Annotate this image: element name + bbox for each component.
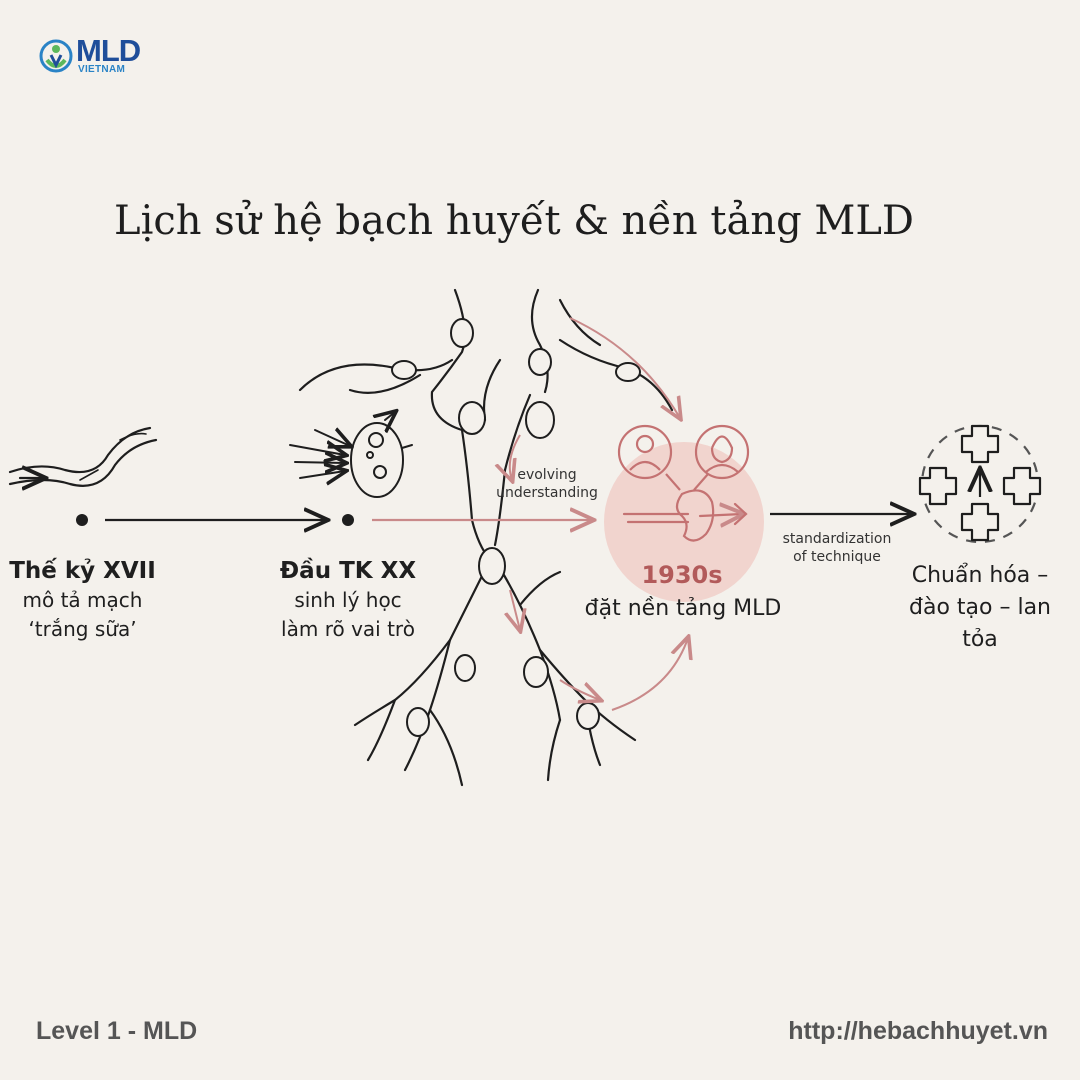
timeline-dot-1 <box>76 514 88 526</box>
lymph-node-flow-icon <box>622 489 748 542</box>
logo-icon <box>39 39 73 73</box>
annotation-standardization: standardization of technique <box>778 530 896 566</box>
timeline-dot-2 <box>342 514 354 526</box>
page-title: Lịch sử hệ bạch huyết & nền tảng MLD <box>0 198 1028 244</box>
annotation-line-1: standardization <box>782 531 892 547</box>
timeline-label-17th-century: Thế kỷ XVII mô tả mạch ‘trắng sữa’ <box>0 556 165 644</box>
brand-name: MLD <box>76 33 141 68</box>
website-url: http://hebachhuyet.vn <box>788 1017 1048 1045</box>
era-line-1: sinh lý học <box>294 588 402 612</box>
brand-subtitle: VIETNAM <box>78 64 126 75</box>
final-line-2: đào tạo – lan tỏa <box>909 595 1051 652</box>
era-line-1: mô tả mạch <box>22 588 143 612</box>
annotation-line-2: of technique <box>793 549 881 565</box>
annotation-evolving: evolving understanding <box>492 466 602 502</box>
timeline <box>76 514 912 526</box>
final-line-1: Chuẩn hóa – <box>911 563 1049 588</box>
flow-arrows <box>510 317 688 711</box>
milestone-caption: đặt nền tảng MLD <box>584 596 782 621</box>
era-heading: Đầu TK XX <box>279 558 417 584</box>
final-stage-label: Chuẩn hóa – đào tạo – lan tỏa <box>895 560 1065 656</box>
cell-physiology-icon <box>289 412 413 498</box>
course-level-label: Level 1 - MLD <box>36 1017 198 1045</box>
era-line-2: làm rõ vai trò <box>281 617 415 641</box>
people-icon <box>617 424 750 491</box>
title-text: Lịch sử hệ bạch huyết & nền tảng MLD <box>114 198 914 244</box>
era-heading: Thế kỷ XVII <box>9 558 156 584</box>
health-cross-cluster-icon <box>918 424 1042 544</box>
milky-vessel-icon <box>8 426 158 486</box>
annotation-line-1: evolving <box>517 467 577 483</box>
timeline-label-early-20th-century: Đầu TK XX sinh lý học làm rõ vai trò <box>268 556 428 644</box>
annotation-line-2: understanding <box>496 485 598 501</box>
lymph-nodes <box>391 318 641 737</box>
brand-logo: MLD VIETNAM <box>38 33 168 80</box>
milestone-year: 1930s <box>641 561 723 589</box>
era-line-2: ‘trắng sữa’ <box>28 617 137 641</box>
